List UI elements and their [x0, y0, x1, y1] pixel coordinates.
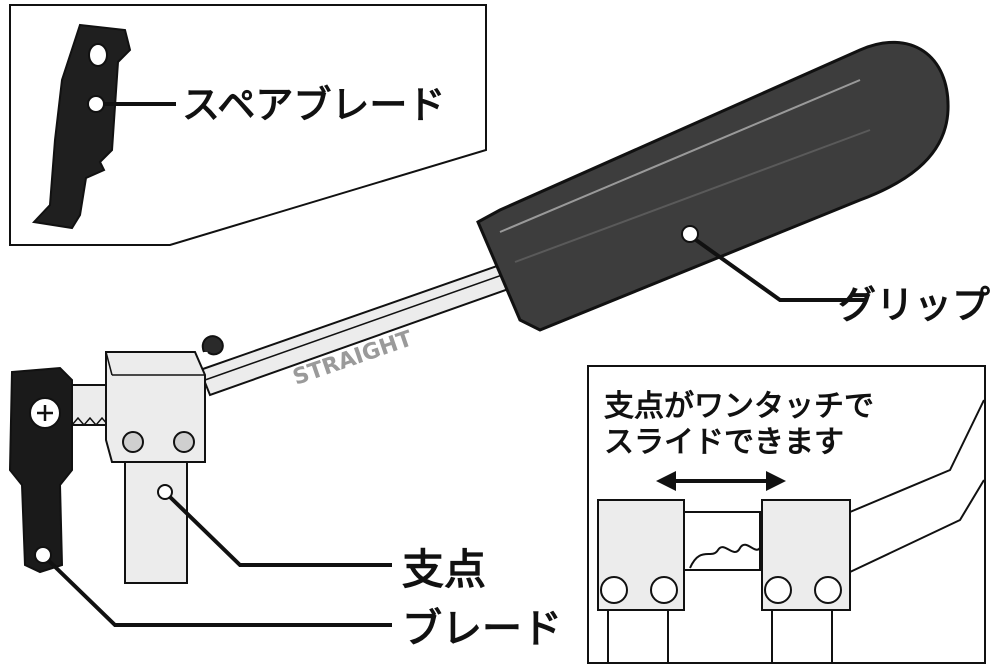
grip-illustration: グリップ [476, 40, 990, 332]
slide-inset-line1: 支点がワンタッチで [604, 389, 874, 424]
fulcrum-label: 支点 [402, 545, 486, 594]
spare-blade-illustration [31, 23, 132, 230]
shaft: STRAIGHT [198, 256, 530, 397]
spare-blade-inset: スペアブレード [9, 4, 487, 246]
grip-label: グリップ [838, 283, 990, 327]
slide-inset: 支点がワンタッチで スライドできます [587, 365, 986, 664]
spare-blade-label: スペアブレード [182, 83, 445, 127]
blade-label: ブレード [402, 606, 562, 652]
slide-inset-line2: スライドできます [604, 425, 844, 460]
double-arrow-icon [656, 471, 786, 491]
blade-illustration: ブレード [8, 366, 562, 652]
